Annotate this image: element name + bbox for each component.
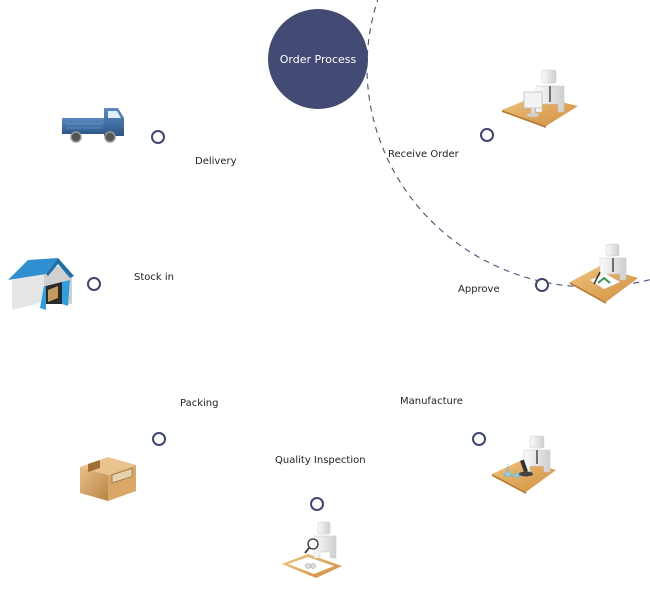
step-node-marker[interactable]: [472, 432, 486, 446]
truck-icon: [62, 108, 124, 143]
step-receive-order[interactable]: Receive Order: [388, 128, 494, 160]
step-quality-inspection[interactable]: Quality Inspection: [275, 455, 366, 511]
step-approve[interactable]: Approve: [458, 278, 549, 295]
hub-title: Order Process: [280, 53, 357, 66]
cardboard-box-icon: [80, 457, 136, 501]
step-label: Delivery: [195, 156, 237, 167]
magnifier-inspector-icon: [282, 521, 342, 578]
step-label: Stock in: [134, 272, 174, 283]
lab-microscope-worker-icon: [492, 435, 556, 494]
desk-computer-worker-icon: [502, 69, 578, 128]
step-stock-in[interactable]: Stock in: [87, 272, 174, 291]
step-label: Packing: [180, 398, 218, 409]
step-node-marker[interactable]: [87, 277, 101, 291]
step-label: Manufacture: [400, 396, 463, 407]
step-node-marker[interactable]: [480, 128, 494, 142]
step-packing[interactable]: Packing: [152, 398, 218, 446]
desk-signing-worker-icon: [570, 243, 638, 304]
step-node-marker[interactable]: [310, 497, 324, 511]
step-manufacture[interactable]: Manufacture: [400, 396, 486, 446]
hub-node[interactable]: Order Process: [268, 9, 368, 109]
step-node-marker[interactable]: [152, 432, 166, 446]
step-node-marker[interactable]: [151, 130, 165, 144]
step-label: Receive Order: [388, 149, 460, 160]
step-label: Approve: [458, 284, 500, 295]
warehouse-icon: [8, 258, 74, 310]
step-node-marker[interactable]: [535, 278, 549, 292]
step-label: Quality Inspection: [275, 455, 366, 466]
step-delivery[interactable]: Delivery: [151, 130, 237, 167]
